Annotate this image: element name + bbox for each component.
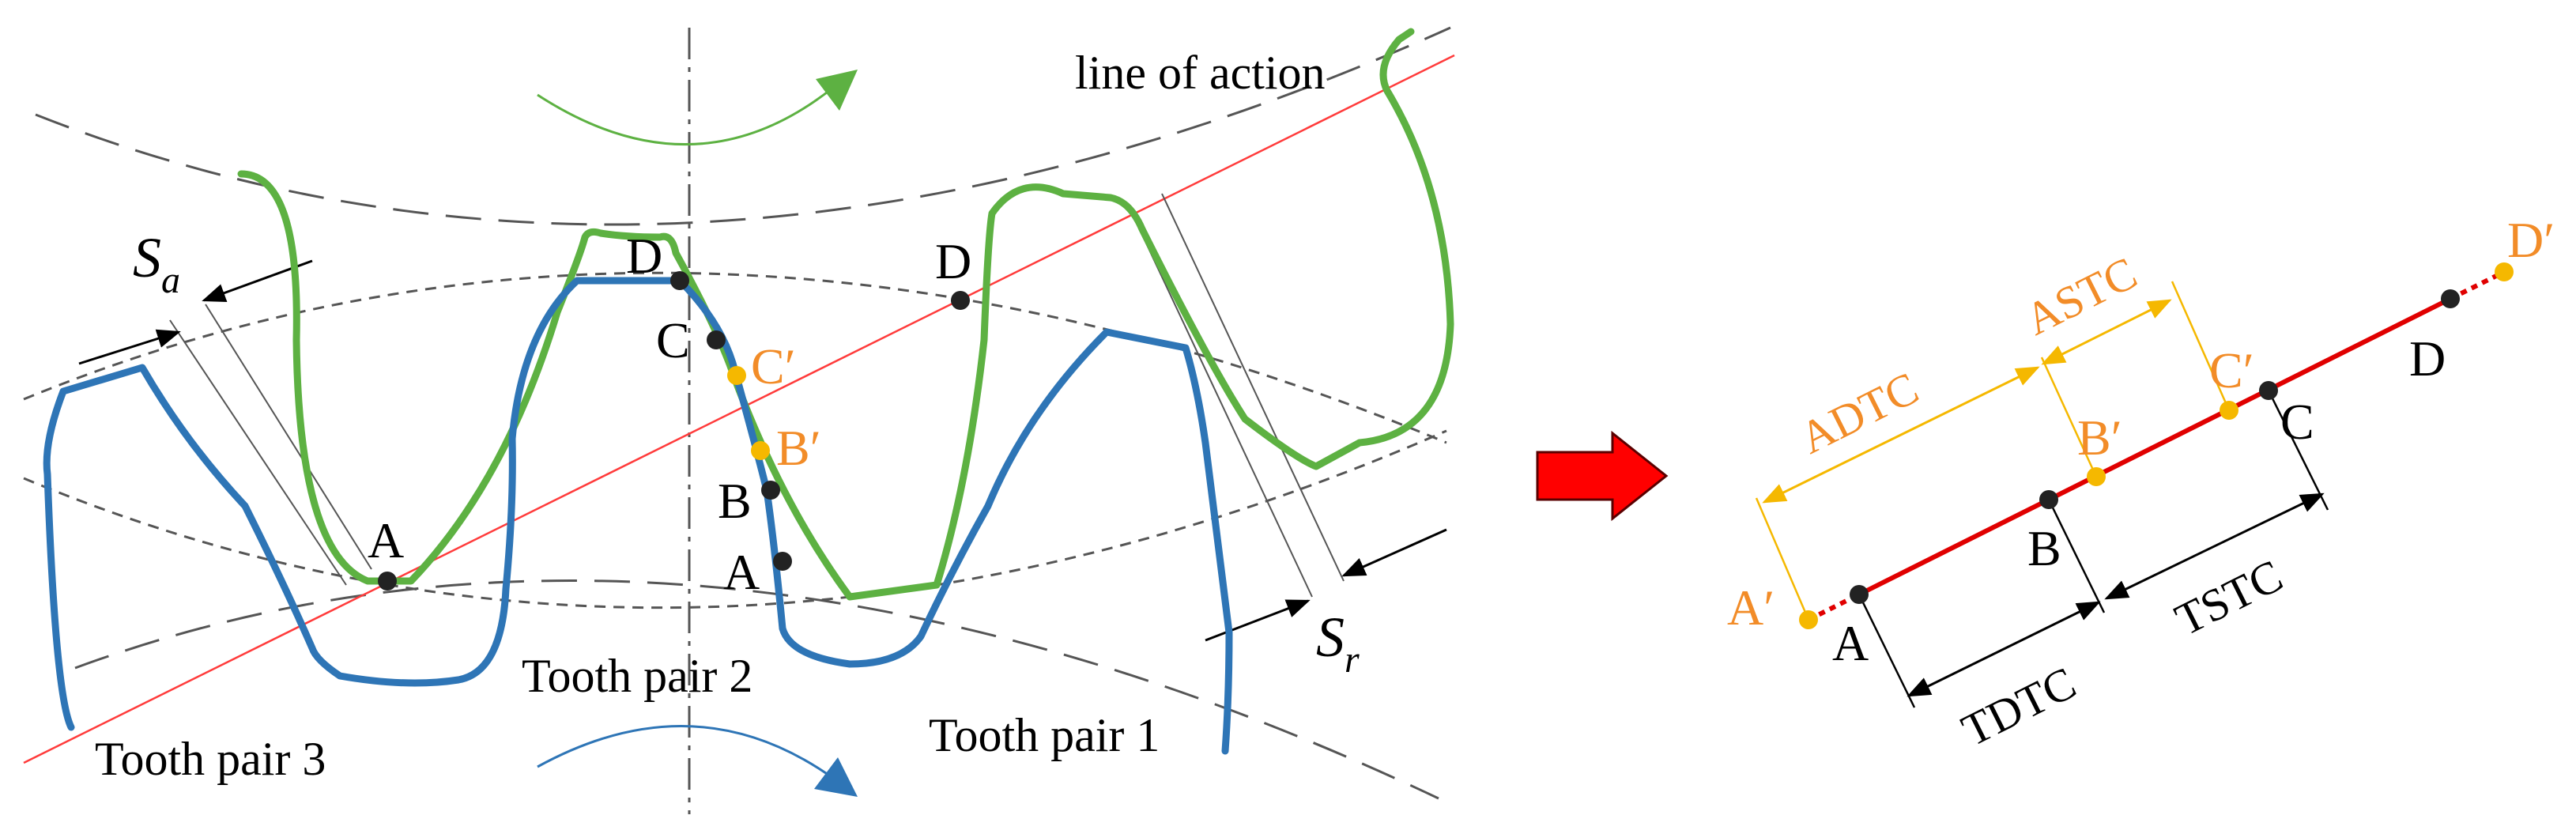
point-D-pair2 xyxy=(670,271,689,290)
point-D-pair1 xyxy=(951,291,970,310)
point-D-right xyxy=(2441,289,2460,308)
label-C-pair2: C xyxy=(656,312,690,368)
label-A-pair2: A xyxy=(723,544,760,600)
tick-C-prime xyxy=(2171,281,2231,411)
label-B-right: B xyxy=(2027,520,2061,576)
tick-B-prime xyxy=(2040,357,2098,477)
tick-B xyxy=(2047,499,2106,613)
driven-rotation-arrowhead-icon xyxy=(816,70,858,111)
point-B-prime-right xyxy=(2087,467,2106,486)
sr-label: Sr xyxy=(1316,606,1360,681)
driving-rotation-arrowhead-icon xyxy=(814,757,858,797)
driven-pitch-circle xyxy=(23,271,1447,444)
label-C-prime-left: C′ xyxy=(751,338,796,394)
astc-dimension xyxy=(2041,299,2172,365)
label-D-pair1: D xyxy=(935,233,971,289)
label-A-pair3: A xyxy=(368,512,404,568)
label-C-prime-right: C′ xyxy=(2209,342,2254,398)
sr-arrow-right xyxy=(1341,528,1447,577)
left-panel: line of action Tooth pair 1 Tooth pair 2… xyxy=(23,26,1455,814)
driving-rotation-arrow xyxy=(537,725,835,780)
sr-guide-1 xyxy=(1130,209,1313,598)
point-C-prime-left xyxy=(727,366,746,385)
tdtc-dimension xyxy=(1907,601,2101,697)
point-C-prime-right xyxy=(2220,401,2238,420)
tick-A-prime xyxy=(1755,497,1810,621)
driven-addendum-circle xyxy=(35,26,1451,226)
sa-label: Sa xyxy=(133,226,180,301)
tooth-pair-1-label: Tooth pair 1 xyxy=(929,709,1160,761)
point-A-pair3 xyxy=(378,572,397,591)
line-of-action-label: line of action xyxy=(1075,47,1326,99)
point-D-prime-right xyxy=(2495,262,2514,281)
label-D-prime-right: D′ xyxy=(2507,212,2555,268)
tdtc-label: TDTC xyxy=(1954,657,2084,757)
driven-gear-profile xyxy=(237,28,1454,601)
tstc-label: TSTC xyxy=(2167,549,2291,646)
point-A-pair2 xyxy=(773,552,792,571)
label-C-right: C xyxy=(2280,394,2314,450)
contact-line-segment xyxy=(1858,296,2452,597)
tstc-dimension xyxy=(2104,492,2325,600)
label-B-prime-right: B′ xyxy=(2077,409,2122,466)
tick-A xyxy=(1858,594,1916,708)
driven-rotation-arrow xyxy=(537,85,835,146)
label-B-pair2: B xyxy=(718,473,752,529)
adtc-label: ADTC xyxy=(1792,362,1926,464)
right-panel: A B C D A′ B′ C′ D′ ADTC ASTC TDTC TSTC xyxy=(1727,212,2555,757)
driving-addendum-circle xyxy=(74,579,1439,800)
label-A-prime-right: A′ xyxy=(1727,579,1775,636)
sa-guide-1 xyxy=(169,319,347,586)
label-A-right: A xyxy=(1832,615,1869,671)
label-D-pair2: D xyxy=(626,228,662,284)
point-B-prime-left xyxy=(751,441,770,460)
driving-pitch-circle xyxy=(23,429,1447,609)
point-A-right xyxy=(1850,585,1869,604)
point-B-right xyxy=(2039,490,2058,509)
line-of-action xyxy=(23,54,1455,764)
tooth-pair-3-label: Tooth pair 3 xyxy=(95,733,326,785)
point-C-pair2 xyxy=(707,330,726,349)
extension-lower xyxy=(1807,592,1861,622)
tick-C xyxy=(2267,390,2329,511)
point-C-right xyxy=(2259,381,2278,400)
sa-arrow-left xyxy=(78,329,181,365)
adtc-dimension xyxy=(1762,366,2040,504)
transition-arrow-icon xyxy=(1536,430,1669,522)
astc-label: ASTC xyxy=(2017,247,2145,345)
label-D-right: D xyxy=(2409,330,2446,387)
sa-guide-2 xyxy=(205,304,372,570)
sr-arrow-left xyxy=(1205,599,1311,642)
point-A-prime-right xyxy=(1799,610,1818,629)
label-B-prime-left: B′ xyxy=(776,420,821,476)
point-B-pair2 xyxy=(761,481,780,500)
extension-upper xyxy=(2449,270,2506,301)
tooth-pair-2-label: Tooth pair 2 xyxy=(522,650,752,702)
sr-guide-2 xyxy=(1161,193,1345,582)
